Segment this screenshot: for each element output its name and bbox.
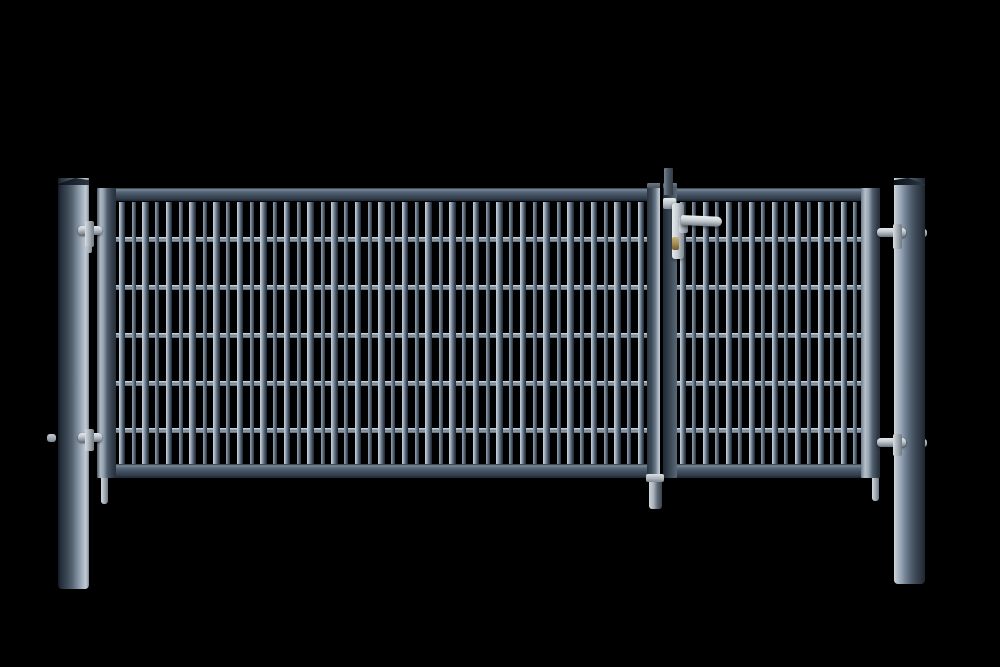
vertical-bar [202, 202, 207, 464]
vertical-bar [532, 202, 537, 464]
hinge-clamp [85, 221, 94, 247]
horizontal-double-wire [677, 237, 861, 242]
bottom-rail [663, 464, 880, 478]
vertical-bar [155, 202, 160, 464]
vertical-bar [414, 202, 419, 464]
vertical-bar [178, 202, 183, 464]
vertical-bar [580, 202, 585, 464]
hinge-clamp [85, 429, 94, 451]
hinge-clamp [893, 434, 902, 456]
vertical-bar [794, 202, 801, 464]
vertical-bar [249, 202, 254, 464]
vertical-bar [637, 202, 645, 464]
vertical-bar [679, 202, 686, 464]
latch-block [663, 198, 676, 209]
vertical-bar [485, 202, 490, 464]
vertical-bar [283, 202, 291, 464]
vertical-bar [702, 202, 709, 464]
vertical-bar [236, 202, 244, 464]
vertical-bar [438, 202, 443, 464]
vertical-bar [462, 202, 467, 464]
vertical-bar [189, 202, 196, 464]
vertical-bar [165, 202, 173, 464]
hinge-clamp [893, 224, 902, 249]
vertical-bar [213, 202, 220, 464]
vertical-bar [614, 202, 621, 464]
vertical-bar [567, 202, 574, 464]
ground-stop-pin [101, 478, 108, 504]
wire-mesh-left [116, 202, 647, 464]
vertical-bar [738, 202, 743, 464]
vertical-bar [817, 202, 824, 464]
vertical-bar [378, 202, 385, 464]
vertical-bar [627, 202, 632, 464]
vertical-bar [556, 202, 561, 464]
vertical-bar [367, 202, 372, 464]
horizontal-double-wire [677, 333, 861, 338]
horizontal-double-wire [677, 381, 861, 386]
vertical-bar [692, 202, 697, 464]
vertical-bar [131, 202, 136, 464]
lock-cylinder [672, 237, 679, 250]
vertical-bar [344, 202, 349, 464]
hinge-bolt-tail [87, 246, 92, 253]
vertical-bar [830, 202, 835, 464]
gate-wing-left [97, 183, 660, 478]
hinge-stile [97, 188, 116, 478]
post-cap [58, 178, 89, 185]
meeting-stile [647, 183, 660, 478]
vertical-bar [273, 202, 278, 464]
vertical-bar [509, 202, 514, 464]
vertical-bar [761, 202, 766, 464]
vertical-bar [307, 202, 314, 464]
vertical-bar [296, 202, 301, 464]
horizontal-double-wire [677, 428, 861, 433]
hinge-stile [861, 188, 880, 478]
top-rail [97, 188, 660, 201]
vertical-bar [142, 202, 149, 464]
vertical-bar [496, 202, 503, 464]
vertical-bar [118, 202, 126, 464]
vertical-bar [519, 202, 527, 464]
gate-handle [680, 215, 723, 227]
vertical-bar [725, 202, 732, 464]
post-cap [894, 178, 925, 185]
vertical-bar [401, 202, 409, 464]
vertical-bar [320, 202, 325, 464]
drop-bolt [649, 478, 662, 509]
bottom-rail [97, 464, 660, 478]
hinge-bolt-knob [47, 434, 56, 442]
vertical-bar [354, 202, 362, 464]
vertical-bar [807, 202, 812, 464]
wire-mesh-right [677, 202, 861, 464]
vertical-bar [260, 202, 267, 464]
hinge-right-bottom [877, 438, 906, 447]
gate-wing-right [663, 183, 880, 478]
hinge-right-top [877, 228, 906, 237]
vertical-bar [603, 202, 608, 464]
vertical-bar [449, 202, 456, 464]
vertical-bar [425, 202, 432, 464]
horizontal-double-wire [677, 285, 861, 290]
vertical-bar [472, 202, 480, 464]
drop-bolt-guide [646, 474, 664, 482]
top-rail [663, 188, 880, 201]
vertical-bar [590, 202, 598, 464]
vertical-bar [784, 202, 789, 464]
vertical-bar [840, 202, 847, 464]
latch-keep [664, 168, 673, 195]
vertical-bar [226, 202, 231, 464]
vertical-bar [771, 202, 778, 464]
ground-stop-pin [872, 478, 879, 501]
vertical-bar [331, 202, 338, 464]
vertical-bar [391, 202, 396, 464]
vertical-bar [715, 202, 720, 464]
vertical-bar [543, 202, 550, 464]
stile-cap [647, 183, 660, 188]
vertical-bar [748, 202, 755, 464]
fence-post-left [58, 178, 89, 589]
vertical-bar [853, 202, 858, 464]
